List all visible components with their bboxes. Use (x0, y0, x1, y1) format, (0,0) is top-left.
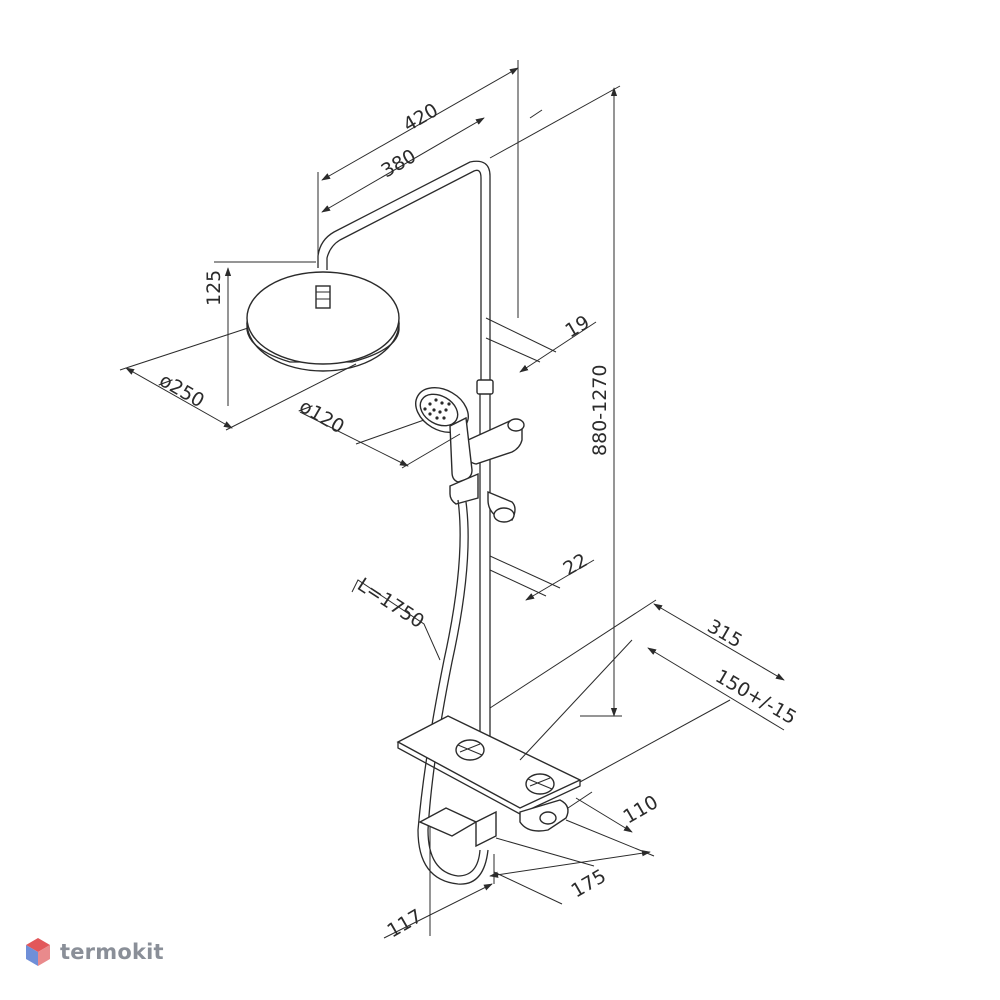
dim-hose-length-label: L=1750 (353, 574, 428, 633)
dim-150-label: 150+/-15 (712, 665, 801, 729)
dim-110-label: 110 (620, 791, 662, 828)
watermark-logo: termokit (24, 936, 164, 968)
cube-logo-icon (26, 938, 50, 966)
hand-shower (415, 387, 473, 483)
thermostat-shelf (396, 715, 582, 848)
dim-420-label: 420 (400, 99, 442, 136)
dim-line-150 (647, 647, 785, 731)
dim-117-label: 117 (384, 905, 426, 942)
watermark-brand-text: termokit (60, 940, 164, 964)
dim-175-label: 175 (568, 865, 610, 902)
shower-hose (417, 499, 489, 885)
dim-125-label: 125 (203, 270, 225, 306)
dim-line-250 (125, 367, 233, 429)
dim-line-22 (525, 559, 595, 601)
diverter-connector (466, 418, 525, 465)
dim-line-117 (383, 883, 493, 939)
shower-system (246, 160, 582, 885)
dim-380-label: 380 (378, 145, 420, 182)
dim-120-label: ø120 (296, 395, 348, 438)
dim-line-110 (575, 797, 633, 833)
dim-line-380 (321, 117, 485, 213)
dimension-lines (119, 60, 785, 939)
dim-250-label: ø250 (156, 369, 208, 412)
dimension-labels: 420 380 125 ø250 ø120 19 880-1270 22 L=1… (156, 99, 801, 942)
slide-holder (449, 472, 516, 523)
dim-22-label: 22 (560, 549, 592, 580)
dim-line-175 (489, 850, 651, 878)
dim-880-1270-label: 880-1270 (589, 365, 611, 456)
dim-line-315 (653, 603, 785, 681)
dim-19-label: 19 (562, 311, 594, 342)
dim-315-label: 315 (704, 615, 746, 652)
dim-leader-hose (351, 579, 441, 661)
dim-line-19 (519, 321, 597, 373)
dim-line-120 (299, 411, 409, 467)
rain-shower-head (246, 271, 400, 372)
